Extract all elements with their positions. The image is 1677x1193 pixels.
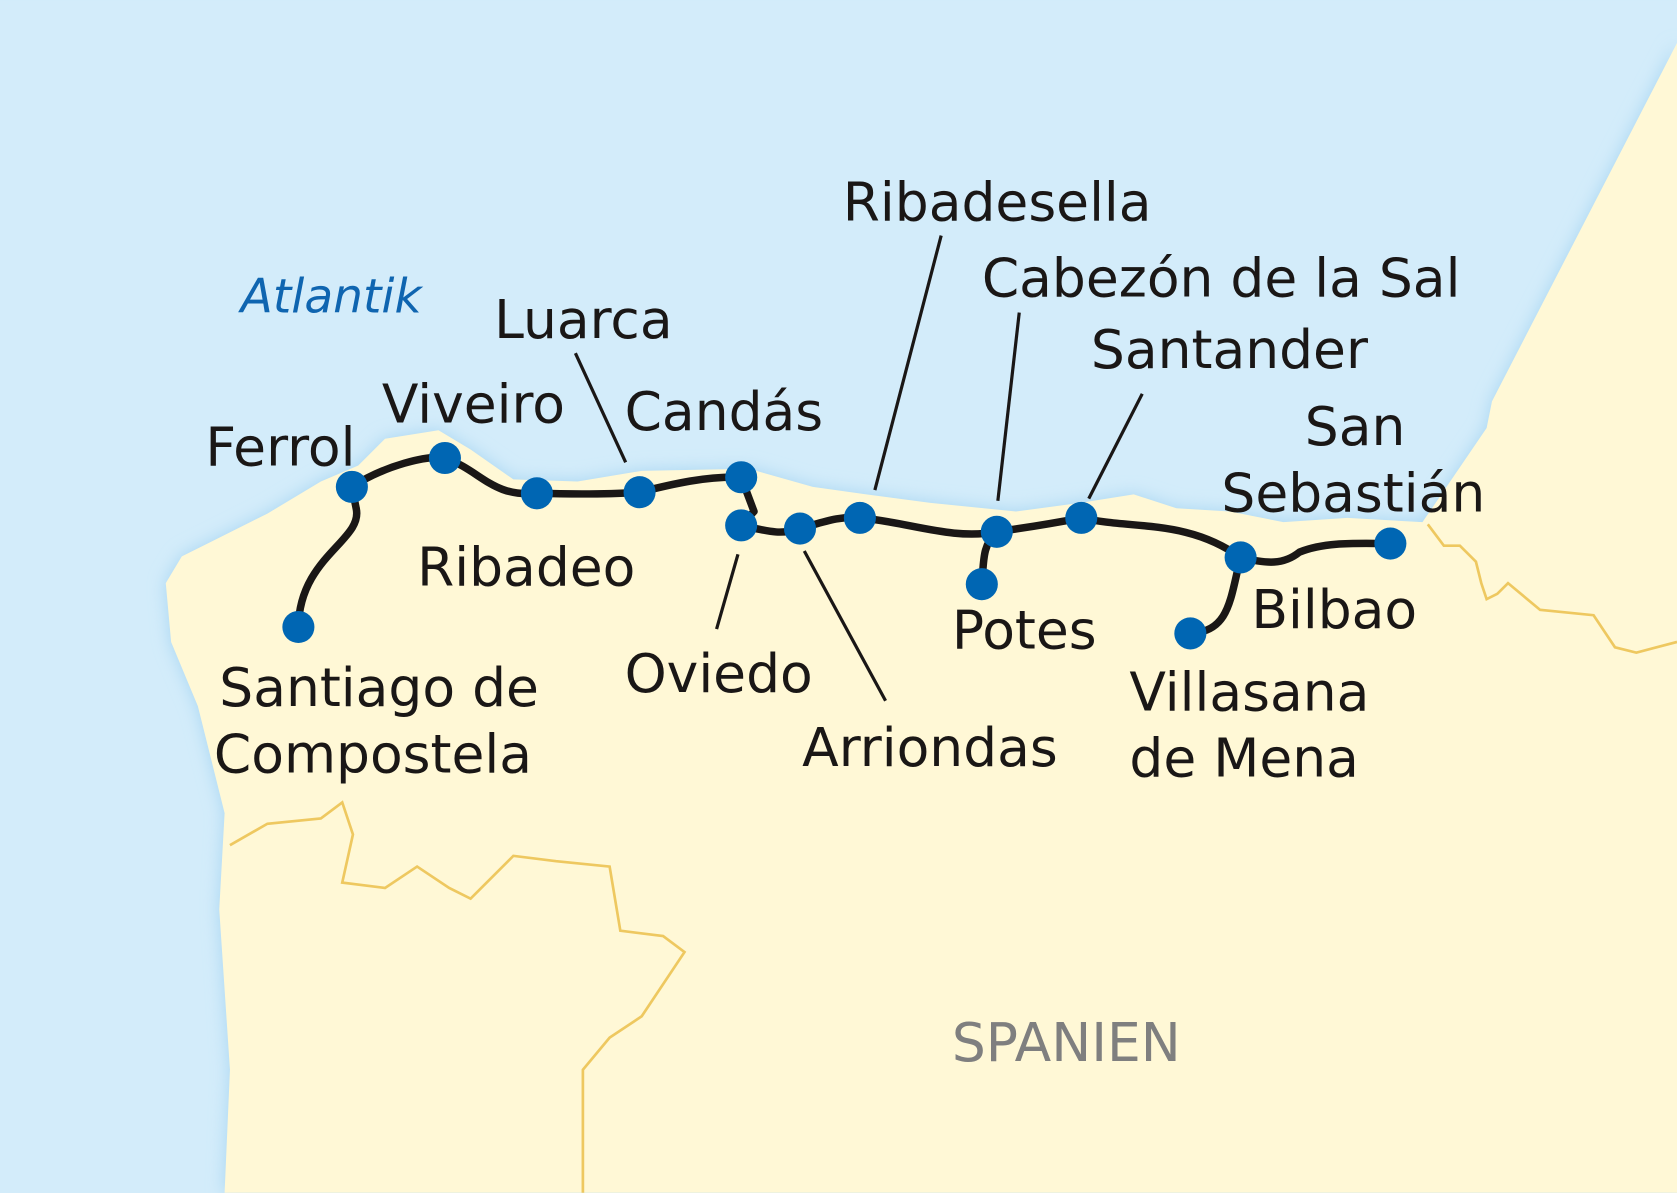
stop-label-bilbao: Bilbao (1251, 578, 1417, 641)
country-label: SPANIEN (952, 1011, 1181, 1074)
stop-dot-san (1374, 527, 1407, 560)
borders (229, 523, 1677, 1193)
stop-label-ribadeo: Ribadeo (417, 535, 635, 598)
stop-label-villasana-line2: de Mena (1129, 727, 1359, 790)
stop-dot-arriondas (783, 512, 817, 545)
stop-dot-oviedo (725, 509, 758, 542)
sea-label: Atlantik (238, 270, 424, 325)
stops (282, 441, 1407, 650)
stop-label-arriondas: Arriondas (802, 716, 1058, 779)
stop-dot-cand-s (725, 461, 758, 494)
stop-label-san-line2: Sebastián (1221, 461, 1485, 524)
stop-dot-ribadesella (843, 501, 876, 534)
stop-dot-potes (965, 568, 998, 601)
leader-lines (573, 235, 1144, 702)
stop-dot-luarca (623, 476, 656, 509)
stop-label-oviedo: Oviedo (625, 642, 813, 705)
stop-label-cand-s: Candás (625, 380, 824, 443)
land (165, 43, 1677, 1193)
stop-label-villasana: Villasana (1129, 660, 1369, 723)
stop-label-ferrol: Ferrol (205, 415, 355, 478)
stop-label-luarca: Luarca (494, 288, 672, 351)
stop-labels: Santiago deCompostelaFerrolViveiroRibade… (205, 171, 1485, 790)
stop-dot-ribadeo (520, 477, 553, 510)
stop-label-cabez-n-de-la-sal: Cabezón de la Sal (982, 247, 1461, 310)
stop-label-santiago-de: Santiago de (219, 656, 539, 719)
stop-dot-viveiro (428, 441, 461, 475)
stop-label-potes: Potes (952, 598, 1097, 661)
stop-dot-santander (1065, 501, 1098, 534)
stop-label-ribadesella: Ribadesella (843, 171, 1152, 234)
stop-label-santander: Santander (1091, 318, 1368, 381)
stop-label-san: San (1305, 395, 1406, 458)
stop-dot-santiago-de (282, 610, 315, 644)
stop-dot-cabez-n-de-la-sal (980, 515, 1013, 548)
stop-dot-villasana (1174, 617, 1207, 650)
stop-label-viveiro: Viveiro (382, 373, 565, 436)
stop-dot-ferrol (335, 470, 368, 503)
stop-dot-bilbao (1224, 541, 1257, 574)
stop-label-santiago-de-line2: Compostela (214, 722, 532, 785)
